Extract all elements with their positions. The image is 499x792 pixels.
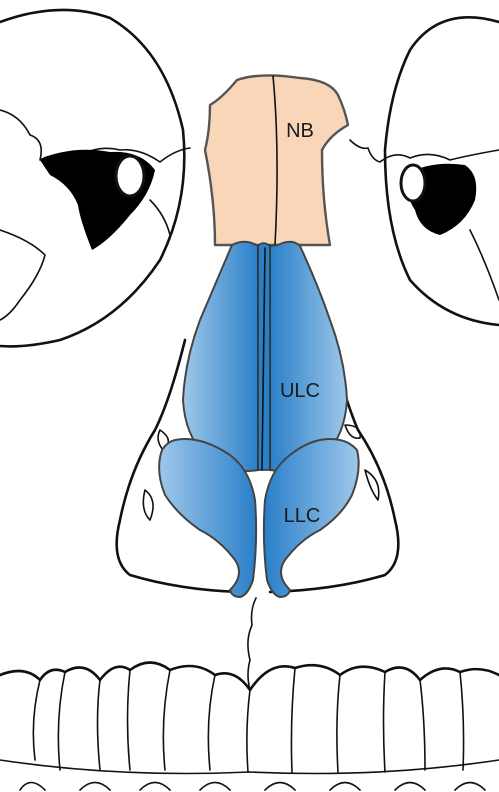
teeth	[0, 663, 499, 791]
label-upper-lateral-cartilage: ULC	[280, 380, 320, 402]
label-nasal-bone: NB	[286, 120, 314, 142]
left-orbit	[0, 10, 190, 347]
philtrum-line	[248, 598, 256, 690]
upper-lateral-cartilage	[183, 242, 347, 471]
right-orbit	[350, 17, 499, 325]
label-lower-lateral-cartilage: LLC	[284, 505, 321, 527]
nasal-bone	[205, 75, 348, 245]
